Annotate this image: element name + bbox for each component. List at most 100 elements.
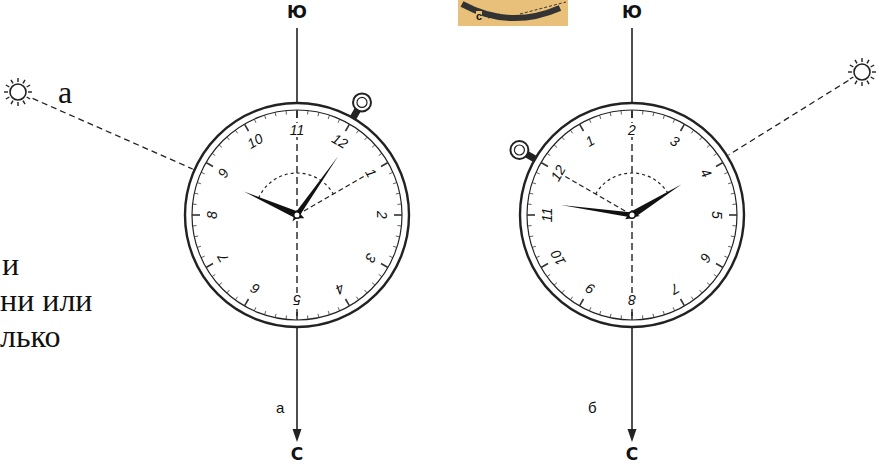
minute-hand [292,156,338,222]
minute-hand [561,205,640,218]
dial-tick [275,112,277,116]
direction-letter: Ю [286,4,308,21]
sun-ray [855,81,857,84]
dial-tick [724,256,728,258]
dial-tick [212,153,215,155]
dial-tick [365,137,368,140]
dial-tick [663,311,664,315]
watch-crown [357,97,367,107]
sun-direction-line [33,98,193,169]
dial-tick [381,163,388,167]
watch-crown [353,93,371,111]
dial-tick [529,193,533,195]
dial-tick [206,163,213,167]
dial-tick [728,183,732,184]
dial-tick [547,274,550,276]
dial-tick [356,130,358,133]
dial-tick [372,283,375,286]
photo-letter: с [476,11,482,22]
dial-tick [547,153,550,155]
dial-tick [681,124,685,131]
dial-tick [394,214,402,216]
watch-dial-ring [192,110,402,320]
sun-ray [867,60,869,63]
dial-tick [328,115,329,119]
sun-ray [23,80,25,83]
dial-tick [393,246,397,247]
dial-number: 8 [205,210,219,220]
angle-arc [259,173,334,198]
dial-tick [389,256,393,258]
dial-number: 11 [289,123,306,137]
dial-tick [541,264,548,268]
dial-tick [227,137,230,140]
watch-dial-ring [527,110,737,320]
dial-tick [691,130,693,133]
dial-tick [652,112,654,116]
dial-tick [393,183,397,184]
dial-tick [317,112,319,116]
dial-tick [356,297,358,300]
dial-tick [731,193,735,195]
dial-tick [731,235,735,237]
dial-tick [346,299,350,306]
direction-letter: С [290,446,304,463]
dial-tick [580,299,584,306]
dial-number: 2 [627,123,637,137]
dial-tick [379,153,382,155]
sun-ray [855,60,857,63]
dial-tick [714,274,717,276]
photo-fragment [458,0,568,26]
dial-tick [562,137,565,140]
dial-tick [589,307,591,311]
dial-tick [570,297,572,300]
sun-ray [17,102,18,106]
dial-tick [532,183,536,184]
dial-tick [716,163,723,167]
sun-ray [6,85,9,87]
sun-ray [27,85,30,87]
sun-ray [867,81,869,84]
dial-tick [580,124,584,131]
dial-tick [536,256,540,258]
dial-tick [365,290,368,293]
dial-tick [562,290,565,293]
dial-tick [528,225,532,226]
reference-line [297,176,365,215]
dial-tick [338,119,340,123]
dial-tick [663,115,664,119]
dial-tick [396,235,400,237]
watch-crown [514,145,524,155]
dial-tick [219,145,222,148]
dial-tick [541,163,548,167]
dial-tick [600,311,601,315]
sun-ray [4,91,8,92]
sun-ray [11,101,13,104]
dial-tick [212,274,215,276]
dial-tick [265,115,266,119]
dial-tick [589,119,591,123]
dial-tick [724,172,728,174]
dial-tick [621,315,622,319]
dial-tick [197,183,201,184]
watch-crown [510,141,528,159]
sun-ray [850,65,853,67]
figure-letter: а [276,400,284,415]
dial-tick [194,193,198,195]
sun-direction-line [729,80,849,154]
direction-letter: С [625,446,639,463]
dial-tick [642,315,643,319]
dial-number: 2 [375,210,389,220]
dial-tick [201,172,205,174]
dial-tick [396,193,400,195]
sun-ray [871,65,874,67]
dial-tick [691,297,693,300]
dial-tick [642,111,643,115]
sun-ray [11,80,13,83]
dial-tick [235,297,237,300]
photo-arrow [488,14,500,18]
dial-tick [338,307,340,311]
sun-symbol [10,84,26,100]
dial-tick [235,130,237,133]
dial-tick [536,172,540,174]
